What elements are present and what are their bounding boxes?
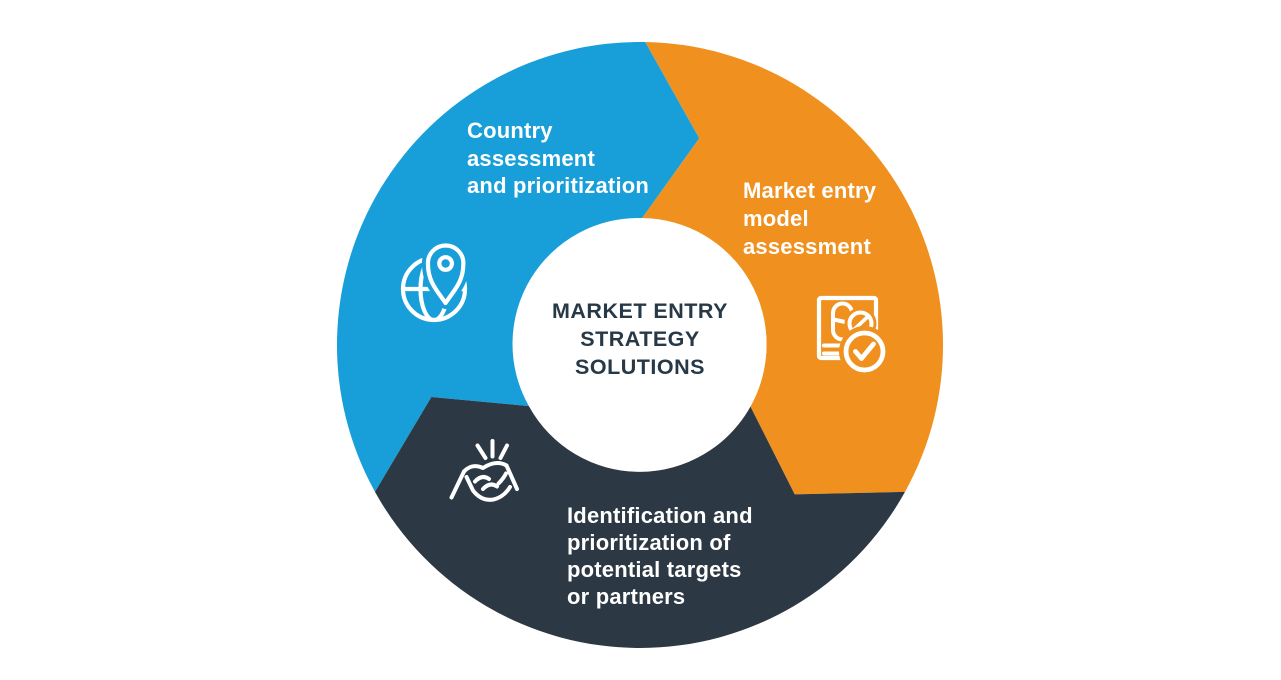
check-mark: [853, 341, 876, 361]
label-line: potential targets: [567, 557, 742, 582]
label-line: assessment: [743, 234, 871, 259]
handshake-icon: [449, 439, 519, 502]
globe-location-icon: [400, 239, 470, 323]
label-line: and prioritization: [467, 173, 650, 198]
title-line: MARKET ENTRY: [551, 299, 728, 323]
segment-arrow-market-entry-model: [642, 42, 944, 495]
label-line: assessment: [467, 145, 595, 171]
center-circle: [513, 218, 767, 472]
label-line: or partners: [567, 584, 686, 609]
title-line: SOLUTIONS: [575, 355, 705, 379]
check-badge-ring: [843, 330, 886, 373]
segment-label-identification: Identification and prioritization of pot…: [567, 502, 753, 610]
document-pills-check-icon: [816, 295, 890, 377]
segment-arrow-identification: [375, 397, 905, 648]
label-line: prioritization of: [567, 530, 731, 555]
label-line: Country: [467, 118, 553, 143]
segment-arrow-country: [336, 41, 700, 492]
label-line: model: [743, 206, 809, 231]
title-line: STRATEGY: [580, 327, 700, 351]
segment-label-country: Country assessment and prioritization: [467, 117, 649, 200]
diagram-center-title: MARKET ENTRY STRATEGY SOLUTIONS: [490, 297, 790, 381]
label-line: Identification and: [567, 503, 753, 528]
segment-label-market-entry-model: Market entry model assessment: [743, 177, 876, 261]
label-line: Market entry: [743, 178, 877, 203]
